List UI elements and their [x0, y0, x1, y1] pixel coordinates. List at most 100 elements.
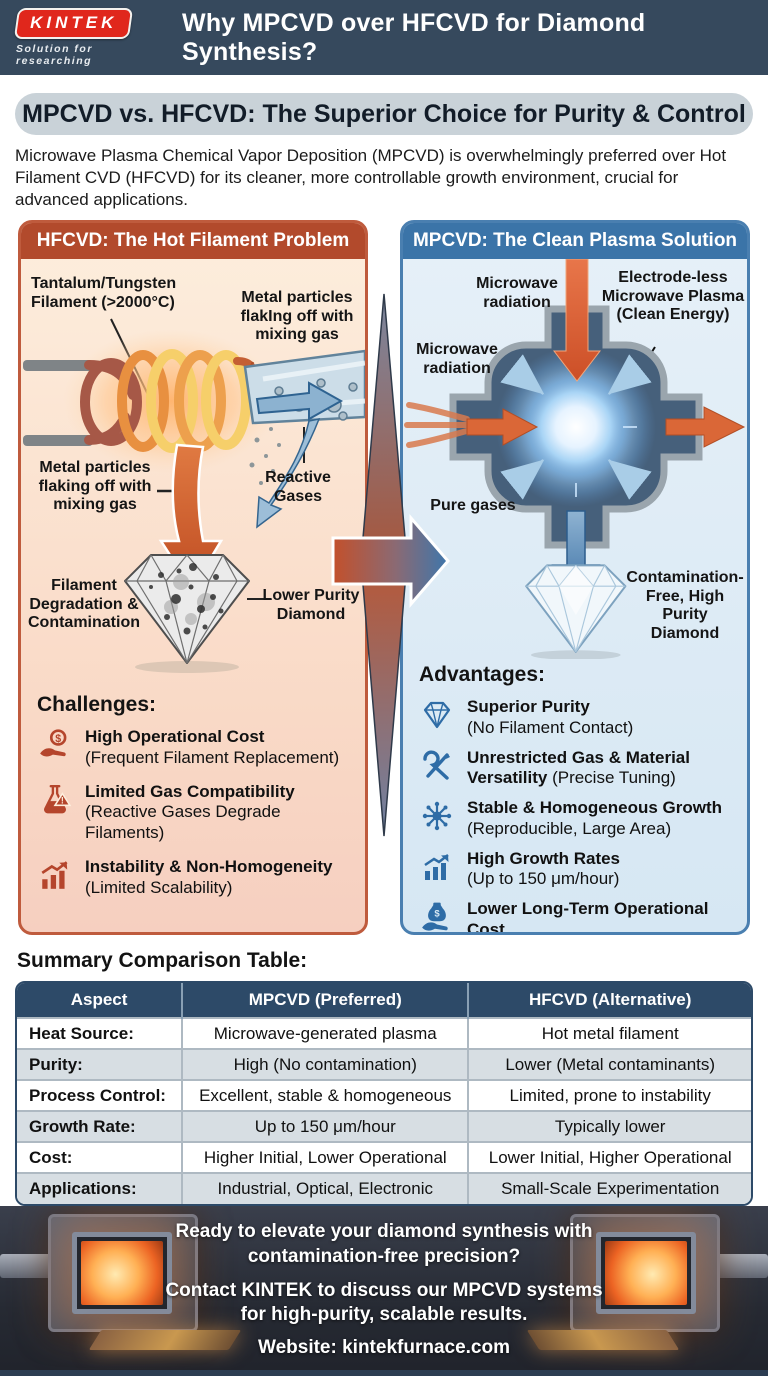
advantage-text: Lower Long-Term Operational Cost(Stable …: [467, 899, 731, 932]
advantage-item: Unrestricted Gas & Material Versatility …: [419, 748, 731, 789]
cell-aspect: Cost:: [17, 1141, 183, 1174]
table-row: Applications: Industrial, Optical, Elect…: [17, 1172, 751, 1205]
advantage-subtitle: (No Filament Contact): [467, 717, 634, 737]
subtitle-banner: MPCVD vs. HFCVD: The Superior Choice for…: [15, 93, 753, 135]
mpcvd-panel: MPCVD: The Clean Plasma Solution: [400, 220, 750, 936]
table-row: Cost: Higher Initial, Lower Operational …: [17, 1141, 751, 1174]
challenge-subtitle: (Frequent Filament Replacement): [85, 747, 340, 767]
cell-aspect: Applications:: [17, 1172, 183, 1205]
advantage-subtitle: (Up to 150 μm/hour): [467, 869, 620, 889]
kintek-logo: KINTEK Solution for researching: [13, 8, 164, 67]
cell-hfcvd: Lower (Metal contaminants): [467, 1048, 751, 1081]
column-header-hfcvd: HFCVD (Alternative): [467, 983, 751, 1019]
footer-cta: Ready to elevate your diamond synthesis …: [0, 1206, 768, 1376]
table-row: Purity: High (No contamination) Lower (M…: [17, 1048, 751, 1081]
advantages-heading: Advantages:: [419, 663, 546, 687]
hfcvd-panel: HFCVD: The Hot Filament Problem: [18, 220, 368, 936]
cell-mpcvd: High (No contamination): [181, 1048, 469, 1081]
challenge-item: ! Limited Gas Compatibility(Reactive Gas…: [37, 782, 349, 844]
table-header-row: Aspect MPCVD (Preferred) HFCVD (Alternat…: [17, 983, 751, 1019]
cell-mpcvd: Higher Initial, Lower Operational: [181, 1141, 469, 1174]
advantage-title: Stable & Homogeneous Growth: [467, 798, 723, 818]
mpcvd-illustration: Microwave radiation Electrode-less Micro…: [403, 259, 747, 660]
challenge-title: Instability & Non-Homogeneity: [85, 856, 333, 876]
cell-mpcvd: Microwave-generated plasma: [181, 1017, 469, 1050]
challenge-item: $ High Operational Cost(Frequent Filamen…: [37, 727, 349, 768]
label-contamination-free-diamond: Contamination- Free, High Purity Diamond: [626, 569, 744, 642]
table-row: Heat Source: Microwave-generated plasma …: [17, 1017, 751, 1050]
advantage-subtitle: (Precise Tuning): [552, 768, 676, 788]
content-area: MPCVD vs. HFCVD: The Superior Choice for…: [0, 75, 768, 1207]
comparison-table: Aspect MPCVD (Preferred) HFCVD (Alternat…: [15, 981, 753, 1207]
svg-text:$: $: [55, 733, 61, 745]
advantage-item: Stable & Homogeneous Growth(Reproducible…: [419, 798, 731, 839]
challenge-title: High Operational Cost: [85, 727, 265, 747]
advantages-section: Advantages: Superior Purity(No Filament …: [403, 663, 747, 932]
moneybag-hand-icon: $: [419, 899, 455, 932]
cell-mpcvd: Excellent, stable & homogeneous: [181, 1079, 469, 1112]
label-filament: Tantalum/Tungsten Filament (>2000°C): [31, 275, 177, 311]
label-microwave-left: Microwave radiation: [416, 341, 498, 377]
cell-hfcvd: Hot metal filament: [467, 1017, 751, 1050]
cell-hfcvd: Lower Initial, Higher Operational: [467, 1141, 751, 1174]
comparison-panels: HFCVD: The Hot Filament Problem: [15, 220, 753, 936]
challenges-section: Challenges: $ High Operational Cost(Freq…: [21, 693, 365, 898]
label-filament-degradation: Filament Degradation & Contamination: [28, 577, 140, 632]
mpcvd-illustration-svg: [404, 259, 746, 660]
advantage-title: Unrestricted Gas & Material Versatility: [467, 747, 690, 788]
advantage-text: Unrestricted Gas & Material Versatility …: [467, 748, 690, 789]
furnace-image-left: [0, 1206, 242, 1370]
growth-chart-icon: [419, 849, 455, 885]
column-header-aspect: Aspect: [17, 983, 183, 1019]
advantage-text: High Growth Rates(Up to 150 μm/hour): [467, 849, 620, 890]
challenge-subtitle: (Reactive Gases Degrade Filaments): [85, 802, 281, 843]
label-lower-purity-diamond: Lower Purity Diamond: [262, 587, 360, 623]
advantage-item: High Growth Rates(Up to 150 μm/hour): [419, 849, 731, 890]
advantage-title: High Growth Rates: [467, 848, 621, 868]
network-icon: [419, 798, 455, 834]
challenge-item: Instability & Non-Homogeneity(Limited Sc…: [37, 857, 349, 898]
label-microwave-top: Microwave radiation: [476, 275, 558, 311]
hfcvd-illustration: Tantalum/Tungsten Filament (>2000°C) Met…: [21, 259, 365, 689]
challenge-text: High Operational Cost(Frequent Filament …: [85, 727, 339, 768]
cell-mpcvd: Industrial, Optical, Electronic: [181, 1172, 469, 1205]
svg-text:$: $: [434, 909, 440, 920]
cell-aspect: Growth Rate:: [17, 1110, 183, 1143]
advantage-subtitle: (Reproducible, Large Area): [467, 818, 672, 838]
kintek-logo-text: KINTEK: [30, 13, 118, 32]
challenge-text: Instability & Non-Homogeneity(Limited Sc…: [85, 857, 332, 898]
cell-aspect: Purity:: [17, 1048, 183, 1081]
challenges-heading: Challenges:: [37, 693, 157, 717]
cell-hfcvd: Limited, prone to instability: [467, 1079, 751, 1112]
page-header: KINTEK Solution for researching Why MPCV…: [0, 0, 768, 75]
label-particles-left: Metal particles flaking off with mixing …: [38, 459, 152, 514]
intro-paragraph: Microwave Plasma Chemical Vapor Depositi…: [15, 146, 727, 209]
cell-mpcvd: Up to 150 μm/hour: [181, 1110, 469, 1143]
kintek-logo-tagline: Solution for researching: [16, 43, 93, 67]
cta-website: Website: kintekfurnace.com: [257, 1337, 510, 1358]
column-header-mpcvd: MPCVD (Preferred): [181, 983, 469, 1019]
label-reactive-gases: Reactive Gases: [265, 469, 331, 505]
bottom-strip: [0, 1370, 768, 1376]
advantage-item: Superior Purity(No Filament Contact): [419, 697, 731, 738]
challenge-text: Limited Gas Compatibility(Reactive Gases…: [85, 782, 349, 844]
flask-warning-icon: !: [37, 782, 73, 818]
cell-aspect: Heat Source:: [17, 1017, 183, 1050]
hfcvd-illustration-svg: [23, 318, 365, 674]
advantage-text: Superior Purity(No Filament Contact): [467, 697, 633, 738]
label-particles-top: Metal particles flakIng off with mixing …: [240, 289, 354, 344]
cost-hand-icon: $: [37, 727, 73, 763]
advantage-item: $ Lower Long-Term Operational Cost(Stabl…: [419, 899, 731, 932]
diamond-icon: [419, 697, 455, 733]
hfcvd-panel-title: HFCVD: The Hot Filament Problem: [21, 223, 365, 260]
cell-hfcvd: Typically lower: [467, 1110, 751, 1143]
transition-arrow: [331, 294, 450, 837]
advantage-text: Stable & Homogeneous Growth(Reproducible…: [467, 798, 722, 839]
cell-aspect: Process Control:: [17, 1079, 183, 1112]
cta-text: Ready to elevate your diamond synthesis …: [149, 1220, 619, 1359]
cta-line2: Contact KINTEK to discuss our MPCVD syst…: [165, 1279, 603, 1326]
kintek-logo-box: KINTEK: [13, 8, 134, 39]
page-title: Why MPCVD over HFCVD for Diamond Synthes…: [182, 8, 646, 66]
label-pure-gases: Pure gases: [430, 497, 516, 515]
